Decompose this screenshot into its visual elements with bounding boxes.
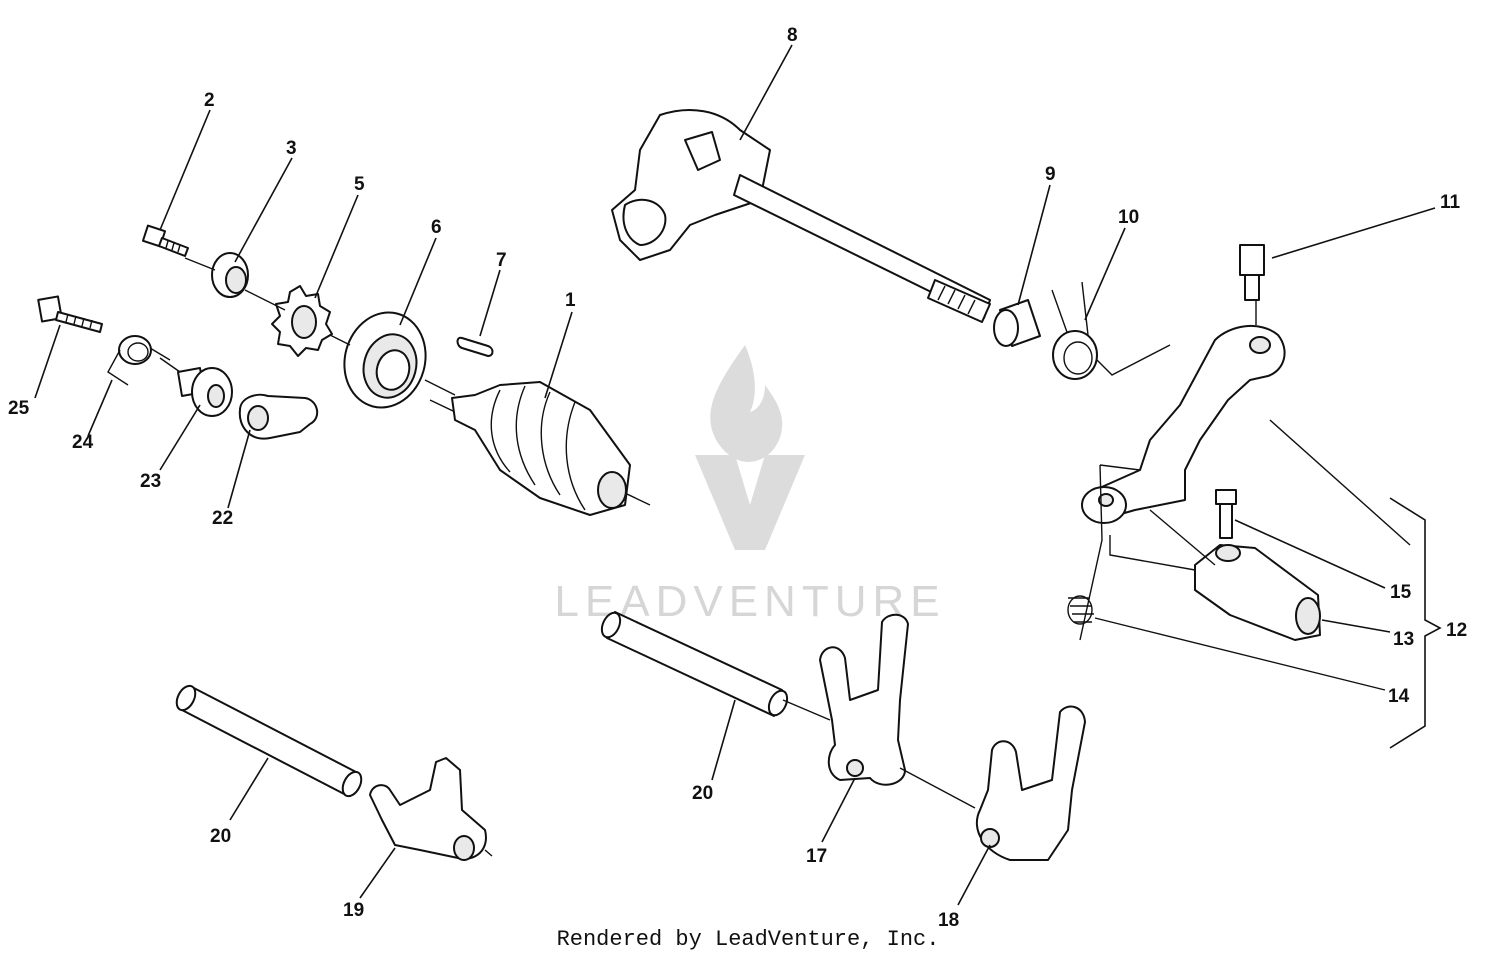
callout-20-left: 20: [210, 826, 231, 847]
part-8-shift-shaft: [611, 109, 991, 323]
flame-icon: [710, 345, 783, 462]
callout-18: 18: [938, 910, 959, 931]
part-11-bolt: [1239, 244, 1265, 301]
callout-19: 19: [343, 900, 364, 921]
callout-25: 25: [8, 398, 30, 419]
callout-24: 24: [72, 432, 94, 453]
leader-lines: [34, 44, 1436, 906]
callout-11: 11: [1440, 192, 1461, 213]
part-24-spring: [107, 335, 171, 386]
part-2-bolt: [141, 224, 189, 257]
callout-14: 14: [1388, 686, 1410, 707]
part-7-pin: [456, 336, 494, 357]
callout-10: 10: [1118, 207, 1139, 228]
part-17-shift-fork: [819, 613, 976, 809]
callout-13: 13: [1393, 629, 1414, 650]
part-12-shift-lever: [1079, 324, 1286, 641]
callout-2: 2: [204, 90, 215, 111]
callout-6: 6: [431, 217, 442, 238]
watermark-logo: LEADVENTURE: [554, 345, 940, 626]
part-10-spring: [1051, 281, 1171, 380]
part-9-collar: [993, 299, 1041, 347]
callout-8: 8: [787, 25, 798, 46]
part-1-shift-drum: [429, 381, 651, 516]
callout-15: 15: [1390, 582, 1412, 603]
callout-labels: 1 2 3 5 6 7 8 9 10 11 12 13 14 15 17 18 …: [8, 25, 1467, 931]
part-20-rod-left: [175, 684, 363, 798]
part-25-bolt: [37, 295, 103, 333]
part-23-bushing: [177, 367, 233, 417]
callout-7: 7: [496, 250, 507, 271]
part-6-bearing: [343, 311, 427, 409]
callout-17: 17: [806, 846, 827, 867]
part-15-bolt: [1215, 489, 1237, 539]
part-18-shift-fork: [975, 705, 1086, 861]
part-20-rod-right: [600, 611, 789, 717]
callout-1: 1: [565, 290, 576, 311]
assembly-lines: [159, 257, 1411, 721]
part-3-collar: [211, 252, 249, 298]
callout-9: 9: [1045, 164, 1056, 185]
part-13-pedal-rubber: [1194, 544, 1321, 641]
callout-22: 22: [212, 508, 233, 529]
v-logo-icon: [695, 455, 805, 550]
callout-23: 23: [140, 471, 161, 492]
footer-credit: Rendered by LeadVenture, Inc.: [557, 927, 940, 952]
callout-3: 3: [286, 138, 297, 159]
part-19-shift-fork: [369, 757, 493, 861]
part-22-stopper-arm: [238, 393, 319, 440]
callout-12: 12: [1446, 620, 1467, 641]
part-5-star-plate: [271, 285, 333, 357]
callout-20-right: 20: [692, 783, 713, 804]
part-14-spring: [1067, 595, 1094, 625]
callout-5: 5: [354, 174, 365, 195]
bracket-12: [1389, 497, 1442, 749]
